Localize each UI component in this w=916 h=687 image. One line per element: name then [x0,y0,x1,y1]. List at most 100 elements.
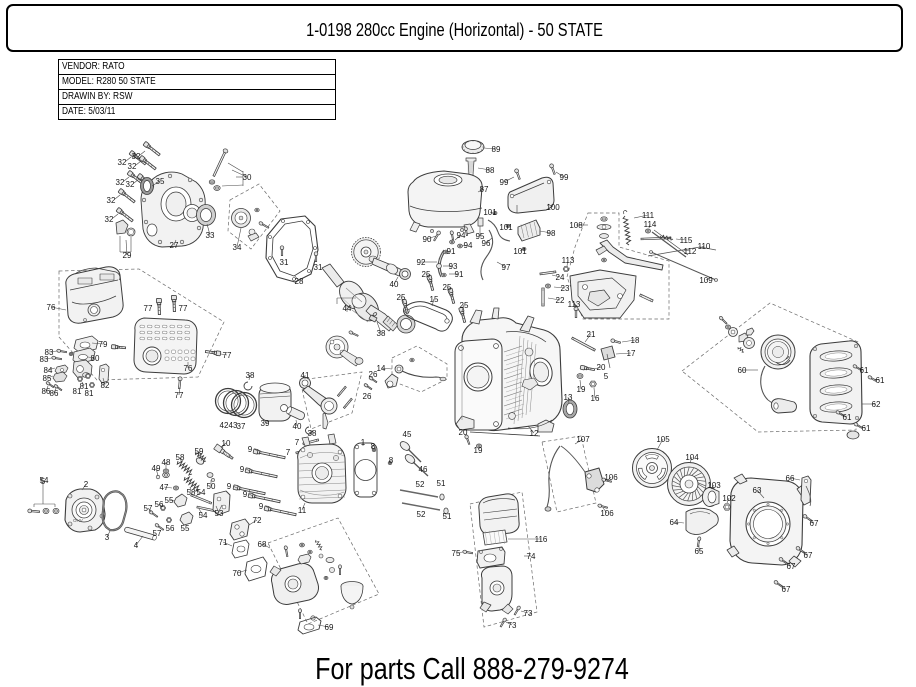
svg-text:61: 61 [843,413,852,422]
svg-text:7: 7 [286,448,291,457]
svg-text:75: 75 [452,549,461,558]
svg-text:4: 4 [134,541,139,550]
svg-text:45: 45 [403,430,412,439]
svg-text:15: 15 [430,295,439,304]
svg-text:67: 67 [804,551,813,560]
svg-text:26: 26 [369,370,378,379]
svg-text:93: 93 [449,262,458,271]
svg-text:28: 28 [295,277,304,286]
svg-text:49: 49 [152,464,161,473]
svg-text:114: 114 [644,220,657,229]
svg-text:89: 89 [492,145,501,154]
svg-text:97: 97 [502,263,511,272]
svg-text:38: 38 [377,329,386,338]
svg-text:85: 85 [43,374,52,383]
svg-text:35: 35 [156,177,165,186]
svg-text:2: 2 [84,480,89,489]
svg-text:18: 18 [631,336,640,345]
svg-text:56: 56 [166,524,175,533]
svg-text:44: 44 [343,304,352,313]
svg-text:58: 58 [176,453,185,462]
svg-text:90: 90 [423,235,432,244]
svg-text:26: 26 [363,392,372,401]
svg-text:86: 86 [50,389,59,398]
svg-text:77: 77 [144,304,153,313]
svg-text:9: 9 [243,490,248,499]
svg-text:104: 104 [685,453,699,462]
svg-text:51: 51 [443,512,452,521]
svg-text:48: 48 [162,458,171,467]
svg-text:77: 77 [175,391,184,400]
svg-text:31: 31 [314,263,323,272]
svg-text:67: 67 [810,519,819,528]
svg-text:55: 55 [165,496,174,505]
svg-text:62: 62 [872,400,881,409]
svg-text:115: 115 [680,236,693,245]
svg-text:106: 106 [604,473,618,482]
svg-text:10: 10 [222,439,231,448]
svg-text:37: 37 [237,422,246,431]
svg-text:58: 58 [187,488,196,497]
svg-text:20: 20 [459,428,468,437]
svg-text:67: 67 [787,562,796,571]
svg-text:24: 24 [556,273,565,282]
svg-text:67: 67 [782,585,791,594]
svg-text:32: 32 [105,215,114,224]
svg-text:60: 60 [738,366,747,375]
svg-text:109: 109 [699,276,713,285]
svg-text:32: 32 [126,180,135,189]
svg-text:116: 116 [535,535,548,544]
svg-text:9: 9 [248,445,253,454]
svg-text:91: 91 [455,270,464,279]
svg-text:25: 25 [397,293,406,302]
svg-text:55: 55 [181,524,190,533]
svg-text:22: 22 [556,296,565,305]
svg-text:54: 54 [199,511,208,520]
svg-text:70: 70 [233,569,242,578]
svg-text:103: 103 [707,481,721,490]
svg-text:101: 101 [483,208,497,217]
svg-text:51: 51 [437,479,446,488]
svg-text:99: 99 [560,173,569,182]
svg-text:73: 73 [524,609,533,618]
svg-text:47: 47 [160,483,169,492]
svg-text:7: 7 [295,438,300,447]
svg-text:OHV: OHV [73,518,83,523]
svg-text:74: 74 [527,552,536,561]
svg-text:40: 40 [390,280,399,289]
svg-text:32: 32 [118,158,127,167]
svg-text:19: 19 [577,385,586,394]
svg-text:31: 31 [280,258,289,267]
svg-text:81: 81 [73,387,82,396]
svg-text:25: 25 [422,270,431,279]
svg-text:105: 105 [656,435,670,444]
svg-text:9: 9 [227,482,232,491]
svg-text:23: 23 [561,284,570,293]
svg-text:41: 41 [301,371,310,380]
svg-text:107: 107 [576,435,590,444]
svg-text:46: 46 [419,465,428,474]
svg-text:91: 91 [447,247,456,256]
svg-text:17: 17 [627,349,636,358]
svg-text:12: 12 [530,429,539,438]
svg-text:111: 111 [642,211,655,220]
svg-text:13: 13 [564,393,573,402]
svg-text:76: 76 [47,303,56,312]
svg-text:32: 32 [128,162,137,171]
svg-text:30: 30 [243,173,252,182]
svg-text:113: 113 [568,300,581,309]
svg-text:27: 27 [170,241,179,250]
svg-text:82: 82 [101,381,110,390]
svg-text:50: 50 [207,482,216,491]
svg-text:57: 57 [153,529,162,538]
svg-text:69: 69 [325,623,334,632]
svg-text:38: 38 [308,429,317,438]
svg-text:34: 34 [233,243,242,252]
svg-text:20: 20 [597,363,606,372]
svg-text:25: 25 [460,301,469,310]
svg-text:92: 92 [417,258,426,267]
svg-text:65: 65 [695,547,704,556]
svg-text:29: 29 [123,251,132,260]
svg-text:57: 57 [144,504,153,513]
svg-text:81: 81 [85,389,94,398]
